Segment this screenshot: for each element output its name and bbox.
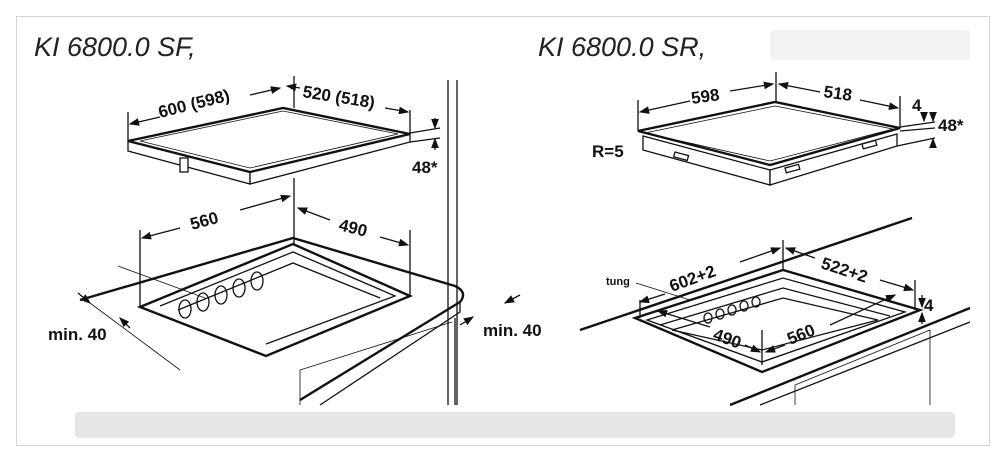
rebate-width-label: 602+2	[667, 262, 718, 296]
vent-holes-sr	[703, 296, 761, 324]
hob-sr	[637, 100, 901, 186]
dim-arrow	[459, 316, 475, 326]
hob-depth-label-sr: 518	[822, 82, 853, 105]
dim-arrow	[744, 344, 762, 353]
frame-height-label: 4	[912, 96, 922, 115]
blurred-footnote	[75, 412, 955, 438]
right-diagram: KI 6800.0 SR, 598 518 R=5 4 48*	[538, 32, 971, 407]
extension-line	[899, 121, 936, 128]
worktop-right	[579, 216, 971, 407]
dim-arrow	[128, 116, 161, 126]
blurred-subtitle	[770, 30, 970, 60]
right-title: KI 6800.0 SR,	[538, 32, 706, 62]
dim-arrow	[379, 236, 410, 247]
hob-width-label-sr: 598	[690, 85, 721, 108]
rebate-depth-4-label: 4	[924, 296, 934, 315]
dim-arrow	[638, 293, 666, 303]
cutout-depth-label-sr: 490	[711, 325, 744, 353]
dim-arrow	[119, 317, 131, 329]
left-diagram: KI 6800.0 SF, 600 (598) 520 (518) 48*	[34, 32, 542, 406]
dim-arrow	[638, 100, 691, 114]
leader-line	[635, 282, 691, 301]
hob-height-label: 48*	[412, 158, 438, 177]
extension-line	[409, 127, 441, 134]
cutout-width-label: 560	[188, 208, 220, 234]
dim-arrow	[879, 279, 915, 292]
min-side-label: min. 40	[483, 321, 542, 340]
dim-arrow	[285, 83, 301, 92]
extension-line	[89, 302, 181, 371]
dim-arrow	[859, 99, 900, 110]
vent-holes	[178, 271, 264, 319]
diagram-frame	[16, 16, 990, 446]
dim-arrow	[77, 292, 91, 304]
hob-width-label: 600 (598)	[156, 86, 231, 122]
dim-arrow	[777, 81, 821, 93]
dim-arrow	[296, 207, 331, 221]
cutout-depth-label: 490	[337, 215, 369, 240]
worktop-left	[79, 236, 465, 406]
dim-arrow	[140, 227, 181, 240]
hob-height-label-sr: 48*	[938, 116, 964, 135]
dim-arrow	[249, 86, 282, 96]
dim-arrow	[739, 247, 782, 263]
dim-arrow	[239, 194, 292, 211]
min-front-label: min. 40	[48, 325, 107, 344]
hob-depth-label: 520 (518)	[301, 82, 376, 112]
left-title: KI 6800.0 SF,	[34, 32, 196, 62]
dim-arrow	[784, 247, 816, 259]
dim-arrow	[764, 344, 786, 353]
radius-label: R=5	[592, 142, 624, 161]
dim-arrow	[729, 81, 775, 92]
dim-arrow	[384, 106, 410, 115]
extension-line	[896, 137, 936, 147]
dim-arrow	[503, 294, 521, 304]
extension-line	[899, 127, 936, 132]
partial-label: tung	[606, 276, 630, 288]
dim-arrow	[656, 309, 711, 328]
dim-arrow	[829, 294, 897, 326]
